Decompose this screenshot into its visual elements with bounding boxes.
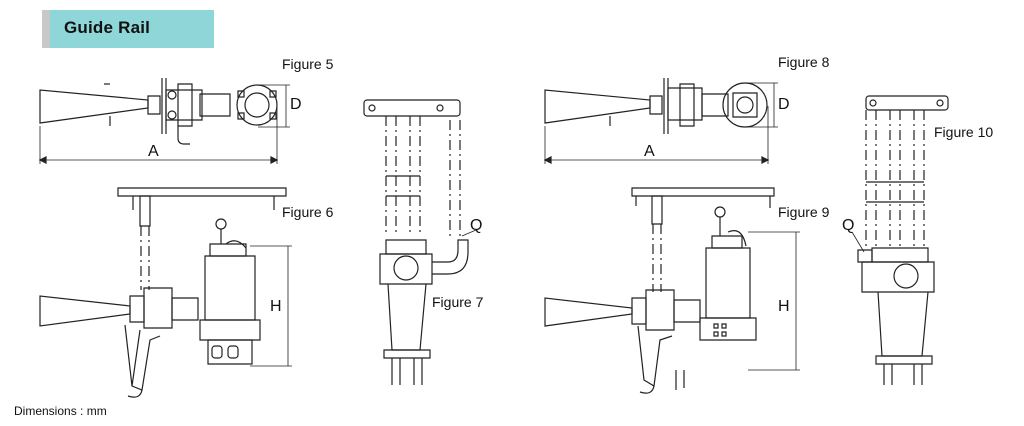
figure-7-label: Figure 7	[432, 294, 484, 310]
figure-10-label: Figure 10	[934, 124, 994, 140]
section-header-banner	[42, 10, 214, 48]
figure-5-label: Figure 5	[282, 56, 334, 72]
dimension-q-label-fig7: Q	[470, 217, 483, 234]
figure-8-label: Figure 8	[778, 54, 830, 70]
figure-5-drawing	[40, 78, 290, 164]
section-header-stub	[42, 10, 50, 48]
dimensions-unit-note: Dimensions : mm	[14, 404, 107, 418]
dimension-h-label-fig9: H	[778, 298, 790, 315]
dimension-q-label-fig10: Q	[842, 217, 855, 234]
figure-6-drawing	[40, 188, 292, 397]
dimension-a-label-fig5: A	[148, 143, 159, 160]
section-title: Guide Rail	[64, 18, 151, 37]
figure-10-drawing	[852, 96, 948, 385]
figure-9-drawing	[545, 188, 800, 393]
dimension-d-label-fig8: D	[778, 96, 790, 113]
dimension-h-label-fig6: H	[270, 298, 282, 315]
dimension-d-label-fig5: D	[290, 96, 302, 113]
figure-8-drawing	[545, 78, 778, 164]
figure-7-drawing	[364, 100, 476, 385]
dimension-a-label-fig8: A	[644, 143, 655, 160]
figure-9-label: Figure 9	[778, 204, 830, 220]
figure-6-label: Figure 6	[282, 204, 334, 220]
